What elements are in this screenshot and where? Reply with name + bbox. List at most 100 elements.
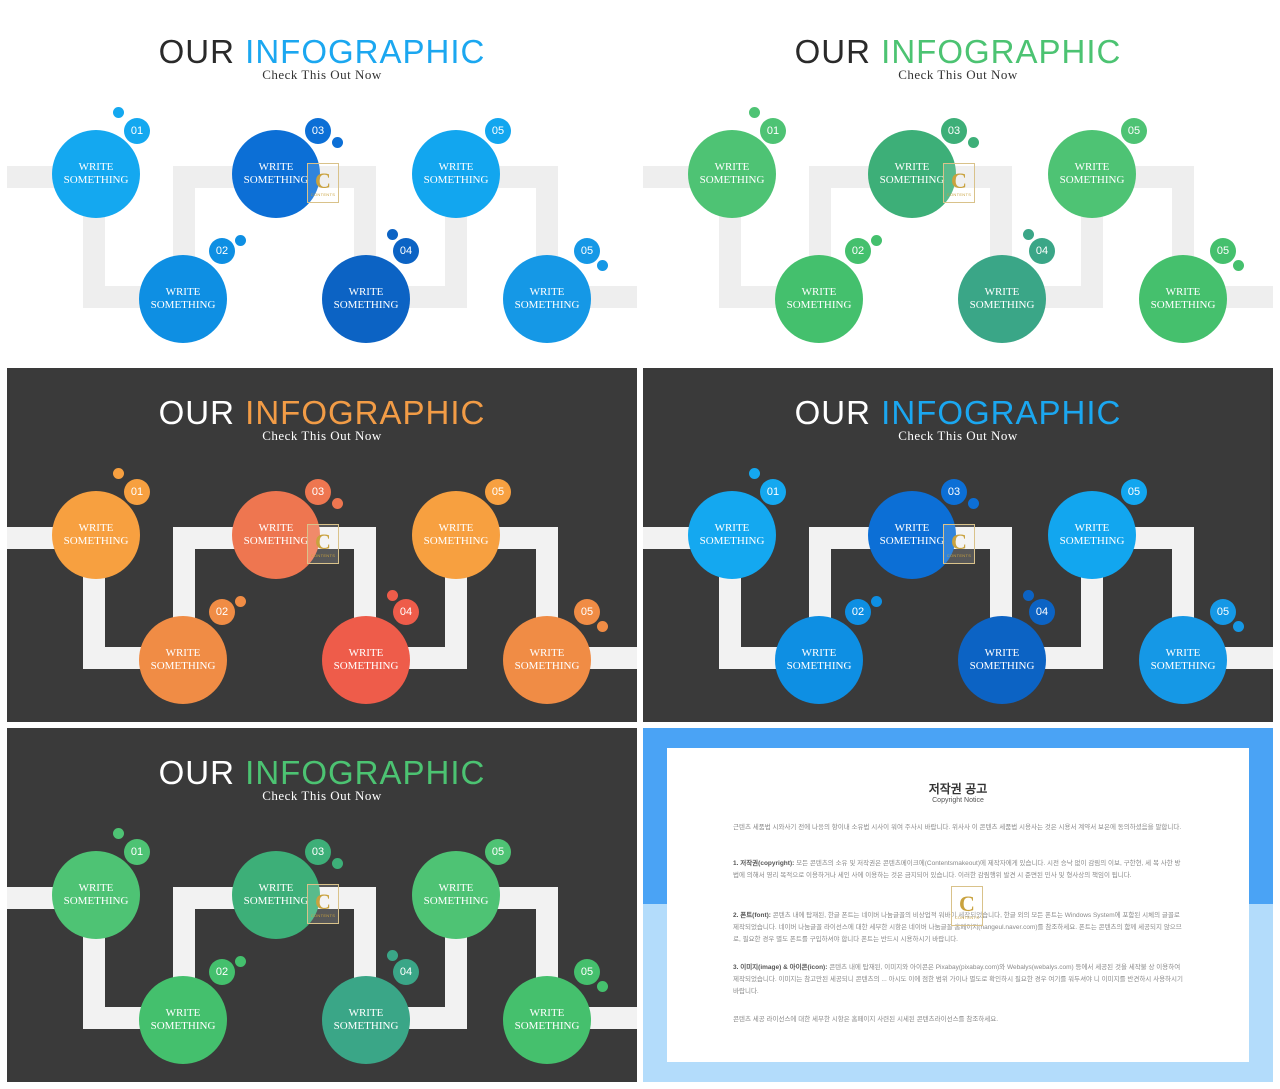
step-number-badge: 01 (760, 118, 786, 144)
step-text-line2: SOMETHING (333, 299, 399, 311)
step-text-line1: WRITE (165, 286, 201, 298)
notice-image-body: 콘텐츠 내에 탑재된, 이미지와 아이콘은 Pixabay(pixabay.co… (733, 964, 1183, 995)
decor-dot (113, 828, 124, 839)
decor-dot (871, 235, 882, 246)
step-text-line2: SOMETHING (699, 174, 765, 186)
decor-dot (1233, 260, 1244, 271)
step-text-line1: WRITE (894, 522, 930, 534)
step-number-badge: 01 (124, 479, 150, 505)
decor-dot (968, 137, 979, 148)
step-text-line1: WRITE (1165, 647, 1201, 659)
step-text-line1: WRITE (78, 161, 114, 173)
logo-letter: C (959, 890, 975, 916)
step-text-line2: SOMETHING (423, 174, 489, 186)
decor-dot (597, 981, 608, 992)
slide-title: OUR INFOGRAPHIC (7, 33, 637, 71)
decor-dot (332, 498, 343, 509)
step-number-badge: 05 (574, 959, 600, 985)
step-number-badge: 01 (760, 479, 786, 505)
connector-path (643, 166, 1273, 308)
notice-copyright-paragraph: 1. 저작권(copyright): 모든 콘텐츠의 소유 및 저작권은 콘텐츠… (733, 858, 1185, 882)
connector-path (7, 527, 637, 669)
step-text-line1: WRITE (984, 647, 1020, 659)
step-text-line2: SOMETHING (514, 660, 580, 672)
step-text-line2: SOMETHING (699, 535, 765, 547)
step-text-line1: WRITE (894, 161, 930, 173)
logo-letter: C (315, 167, 331, 193)
step-text-line2: SOMETHING (1059, 535, 1125, 547)
step-text-line2: SOMETHING (423, 895, 489, 907)
logo-letter: C (315, 888, 331, 914)
step-text-line2: SOMETHING (333, 1020, 399, 1032)
logo-letter: C (315, 528, 331, 554)
title-word-infographic: INFOGRAPHIC (245, 394, 486, 431)
logo-text: CONTENTS (946, 552, 972, 558)
connector-path (7, 887, 637, 1029)
step-number-badge: 01 (124, 839, 150, 865)
watermark-logo: C CONTENTS (951, 886, 983, 926)
step-number-badge: 05 (485, 118, 511, 144)
decor-dot (113, 107, 124, 118)
step-number-badge: 02 (845, 238, 871, 264)
step-text-line1: WRITE (714, 161, 750, 173)
step-text-line1: WRITE (78, 882, 114, 894)
logo-text: CONTENTS (310, 912, 336, 918)
step-number-badge: 05 (1210, 238, 1236, 264)
step-text-line2: SOMETHING (786, 660, 852, 672)
step-number-badge: 03 (941, 118, 967, 144)
step-text-line1: WRITE (438, 882, 474, 894)
step-text-line1: WRITE (529, 286, 565, 298)
decor-dot (235, 235, 246, 246)
step-number-badge: 01 (124, 118, 150, 144)
step-number-badge: 03 (305, 118, 331, 144)
title-word-our: OUR (794, 33, 871, 70)
step-text-line2: SOMETHING (63, 535, 129, 547)
copyright-notice-slide[interactable]: 저작권 공고 Copyright Notice 근텐츠 세품법 시와사기 전에 … (643, 728, 1273, 1082)
